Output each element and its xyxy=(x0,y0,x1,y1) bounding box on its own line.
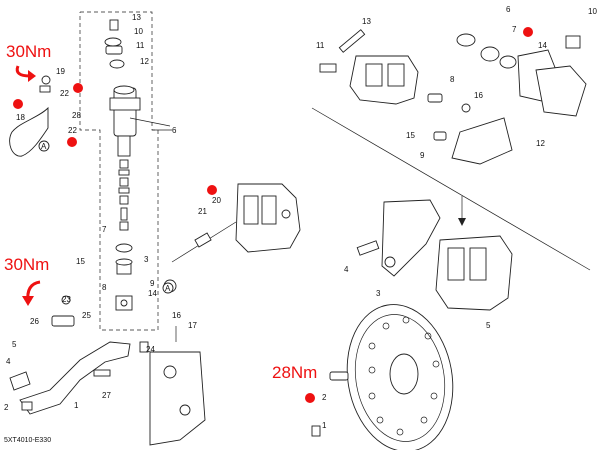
dashed-assembly-frame xyxy=(79,11,159,331)
arrow-head-icon xyxy=(22,296,34,306)
highlight-dot xyxy=(523,27,533,37)
callout-label: 11 xyxy=(136,41,145,50)
callout-label: 18 xyxy=(16,113,25,122)
torque-label-union-bolt: 30Nm xyxy=(4,255,49,274)
callout-label: 11 xyxy=(316,41,325,50)
callout-label: 3 xyxy=(144,255,149,264)
caliper-callouts: 13 6 11 7 10 14 8 16 15 9 12 4 3 5 xyxy=(316,5,597,330)
callout-label: 8 xyxy=(102,283,107,292)
callout-label: 7 xyxy=(512,25,517,34)
torque-label-disc-bolt: 28Nm xyxy=(272,363,317,382)
arrow-head-icon xyxy=(28,70,36,82)
reference-marker-a xyxy=(162,282,174,294)
callout-label: 2 xyxy=(322,393,327,402)
callout-label: 5 xyxy=(12,340,17,349)
brake-hose xyxy=(9,106,49,157)
drawing-code: 5XT4010-E330 xyxy=(4,437,51,444)
highlight-dot xyxy=(13,99,23,109)
callout-label: 1 xyxy=(322,421,327,430)
piston-spring-stack xyxy=(115,159,133,275)
callout-label: 10 xyxy=(134,27,143,36)
callout-label: 2 xyxy=(4,403,9,412)
callout-label: 27 xyxy=(102,391,111,400)
callout-label: 12 xyxy=(536,139,545,148)
caliper-bracket-assembly xyxy=(356,199,513,311)
callout-label: 12 xyxy=(140,57,149,66)
callout-label: 20 xyxy=(212,196,221,205)
section-divider xyxy=(311,107,591,271)
callout-label: 22 xyxy=(60,89,69,98)
callout-label: 19 xyxy=(56,67,65,76)
callout-label: 6 xyxy=(172,126,177,135)
callout-label: 14 xyxy=(148,289,157,298)
callout-label: 1 xyxy=(74,401,79,410)
callout-label: 21 xyxy=(198,207,207,216)
callout-label: 9 xyxy=(150,279,155,288)
callout-label: 22 xyxy=(68,126,77,135)
footrest-bracket xyxy=(149,351,206,446)
brake-pedal xyxy=(9,341,131,415)
callout-label: 5 xyxy=(486,321,491,330)
reference-marker-a xyxy=(38,140,50,152)
highlight-dot xyxy=(305,393,315,403)
callout-label: 16 xyxy=(172,311,181,320)
callout-label: 8 xyxy=(450,75,455,84)
callout-label: 4 xyxy=(344,265,349,274)
exploded-caliper xyxy=(319,29,587,165)
callout-label: 16 xyxy=(474,91,483,100)
highlight-dot xyxy=(207,185,217,195)
callout-label: 13 xyxy=(132,13,141,22)
callout-label: 9 xyxy=(420,151,425,160)
callout-label: 15 xyxy=(76,257,85,266)
callout-label: 3 xyxy=(376,289,381,298)
torque-arrow-icon xyxy=(15,65,31,78)
highlight-dot xyxy=(73,83,83,93)
callout-label: 13 xyxy=(362,17,371,26)
torque-label-master-cylinder: 30Nm xyxy=(6,42,51,61)
callout-label: 28 xyxy=(72,111,81,120)
callout-label: 4 xyxy=(6,357,11,366)
callout-label: 15 xyxy=(406,131,415,140)
callout-label: 25 xyxy=(82,311,91,320)
reference-marker-a-label: A xyxy=(165,284,171,293)
master-cylinder-assembly xyxy=(104,19,141,311)
callout-label: 7 xyxy=(102,225,107,234)
callout-label: 14 xyxy=(538,41,547,50)
callout-label: 26 xyxy=(30,317,39,326)
rear-caliper-assembled xyxy=(235,183,301,253)
callout-label: 10 xyxy=(588,7,597,16)
disc-callouts: 2 1 xyxy=(322,393,327,430)
callout-label: 23 xyxy=(62,295,71,304)
master-cylinder-callouts: 13 10 11 12 19 22 18 28 22 6 20 21 7 15 … xyxy=(4,13,221,412)
callout-label: 17 xyxy=(188,321,197,330)
reference-marker-a-label: A xyxy=(41,142,47,151)
brake-disc xyxy=(346,304,454,450)
highlight-dots xyxy=(13,27,533,403)
highlight-dot xyxy=(67,137,77,147)
callout-label: 24 xyxy=(146,345,155,354)
callout-label: 6 xyxy=(506,5,511,14)
